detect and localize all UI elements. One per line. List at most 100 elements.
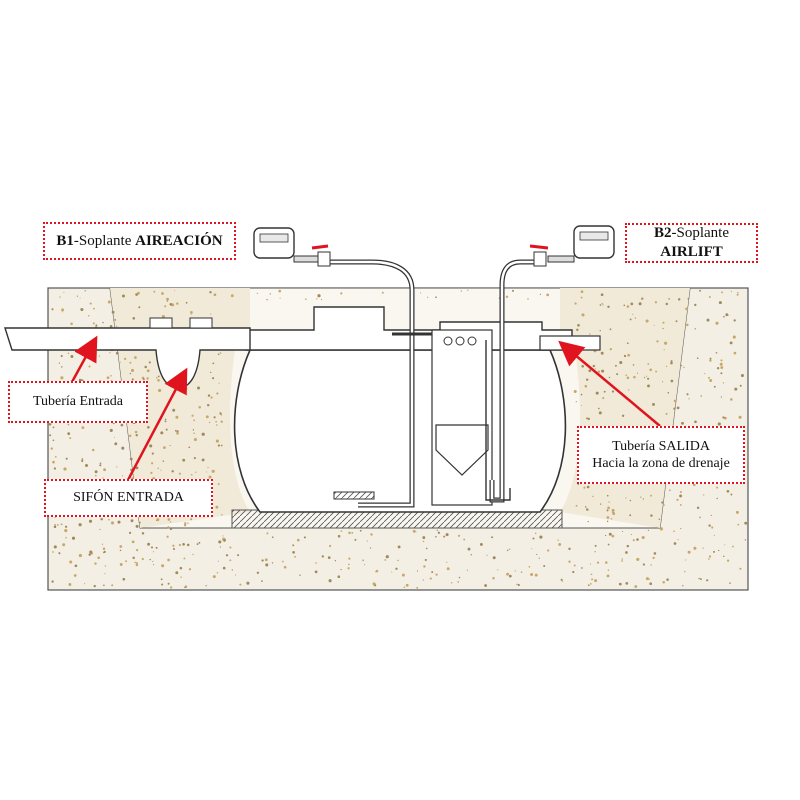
gravel-speck: [192, 429, 195, 431]
gravel-speck: [81, 426, 85, 430]
gravel-speck: [94, 562, 97, 565]
gravel-speck: [506, 549, 509, 552]
gravel-speck: [737, 523, 740, 526]
gravel-speck: [422, 536, 426, 540]
gravel-speck: [304, 298, 307, 300]
gravel-speck: [178, 472, 181, 475]
gravel-speck: [636, 372, 639, 374]
gravel-speck: [167, 582, 170, 585]
gravel-speck: [219, 412, 222, 415]
valve-handle-b2: [529, 244, 549, 250]
gravel-speck: [97, 556, 101, 560]
gravel-speck: [191, 414, 194, 417]
gravel-speck: [664, 341, 668, 345]
gravel-speck: [632, 364, 635, 366]
b1-text: -Soplante: [73, 232, 136, 249]
gravel-speck: [163, 446, 166, 449]
gravel-speck: [698, 577, 700, 580]
gravel-speck: [281, 560, 284, 563]
gravel-speck: [134, 356, 137, 359]
gravel-speck: [561, 580, 564, 582]
gravel-speck: [156, 518, 160, 522]
gravel-speck: [679, 503, 682, 506]
gravel-speck: [156, 376, 158, 379]
gravel-speck: [53, 525, 57, 529]
gravel-speck: [292, 544, 295, 547]
gravel-speck: [602, 304, 604, 306]
gravel-speck: [102, 477, 104, 479]
gravel-speck: [670, 361, 673, 365]
gravel-speck: [166, 300, 168, 302]
gravel-speck: [723, 555, 725, 557]
gravel-speck: [420, 292, 422, 294]
gravel-speck: [264, 558, 268, 562]
gravel-speck: [531, 548, 533, 550]
gravel-speck: [733, 319, 736, 322]
gravel-speck: [210, 396, 213, 399]
gravel-speck: [606, 574, 610, 578]
gravel-speck: [359, 529, 362, 532]
gravel-speck: [147, 542, 151, 546]
gravel-speck: [88, 365, 91, 368]
gravel-speck: [207, 394, 211, 397]
gravel-speck: [58, 552, 61, 555]
gravel-speck: [647, 529, 650, 532]
gravel-speck: [659, 527, 664, 531]
gravel-speck: [431, 571, 434, 574]
gravel-speck: [93, 584, 96, 588]
gravel-speck: [63, 467, 67, 471]
gravel-speck: [653, 324, 655, 326]
gravel-speck: [610, 517, 613, 520]
gravel-speck: [445, 533, 449, 537]
gravel-speck: [589, 583, 592, 585]
gravel-speck: [401, 573, 405, 577]
gravel-speck: [720, 396, 723, 398]
gravel-speck: [182, 542, 185, 546]
gravel-speck: [636, 538, 639, 541]
gravel-speck: [665, 365, 668, 367]
gravel-speck: [724, 544, 726, 546]
gravel-speck: [184, 522, 187, 525]
gravel-speck: [116, 466, 118, 468]
gravel-speck: [347, 567, 350, 570]
gravel-speck: [216, 571, 219, 574]
gravel-speck: [134, 561, 137, 564]
gravel-speck: [93, 307, 95, 310]
gravel-speck: [632, 313, 634, 315]
gravel-speck: [670, 379, 674, 383]
gravel-speck: [650, 564, 652, 566]
gravel-speck: [629, 514, 632, 517]
gravel-speck: [340, 568, 342, 571]
outlet-pipe-line1: Tubería SALIDA: [612, 438, 710, 454]
gravel-speck: [157, 378, 160, 382]
gravel-speck: [109, 352, 111, 354]
gravel-speck: [61, 308, 65, 312]
gravel-speck: [196, 386, 201, 390]
gravel-speck: [734, 387, 738, 391]
gravel-speck: [728, 314, 730, 316]
gravel-speck: [591, 578, 594, 581]
gravel-speck: [53, 467, 57, 470]
gravel-speck: [167, 518, 171, 521]
gravel-speck: [106, 376, 110, 380]
gravel-speck: [212, 362, 215, 365]
gravel-speck: [599, 503, 602, 505]
gravel-speck: [169, 521, 172, 523]
gravel-speck: [628, 389, 630, 391]
gravel-speck: [486, 554, 488, 556]
gravel-speck: [223, 539, 226, 542]
gravel-speck: [653, 552, 657, 555]
gravel-speck: [716, 367, 720, 370]
gravel-speck: [180, 576, 182, 578]
gravel-speck: [107, 300, 111, 304]
gravel-speck: [729, 582, 731, 584]
gravel-speck: [225, 554, 229, 557]
gravel-speck: [261, 559, 264, 562]
gravel-speck: [575, 401, 577, 403]
gravel-speck: [219, 546, 221, 548]
gravel-speck: [161, 292, 164, 295]
gravel-speck: [597, 407, 600, 410]
gravel-speck: [600, 351, 604, 355]
gravel-speck: [76, 295, 78, 297]
gravel-speck: [607, 543, 610, 546]
